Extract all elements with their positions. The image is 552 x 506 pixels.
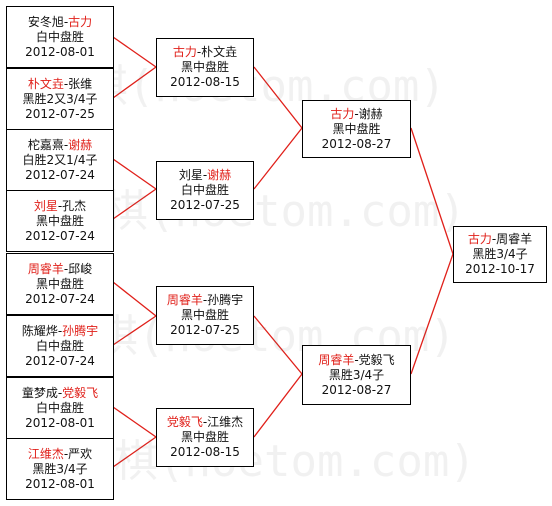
match-players: 江维杰-严欢 bbox=[27, 446, 93, 461]
player-a: 古力 bbox=[467, 232, 492, 246]
match-result: 黑中盘胜 bbox=[332, 121, 381, 136]
match-date: 2012-08-15 bbox=[170, 75, 240, 89]
match-date: 2012-07-25 bbox=[170, 198, 240, 212]
player-a: 周睿羊 bbox=[318, 352, 355, 367]
match-date: 2012-08-01 bbox=[25, 44, 95, 59]
player-b: 党毅飞 bbox=[62, 385, 99, 400]
match-box-r2-3: 周睿羊-孙腾宇 黑中盘胜 2012-07-25 bbox=[156, 286, 254, 345]
player-b: 朴文垚 bbox=[201, 45, 238, 59]
match-date: 2012-08-01 bbox=[25, 415, 95, 430]
player-b: 江维杰 bbox=[207, 415, 244, 429]
player-a: 朴文垚 bbox=[27, 76, 64, 91]
match-players: 安冬旭-古力 bbox=[27, 14, 93, 29]
match-box-r1-1: 安冬旭-古力 白中盘胜 2012-08-01 bbox=[6, 6, 114, 68]
match-result: 黑胜3/4子 bbox=[472, 247, 528, 261]
match-players: 周睿羊-党毅飞 bbox=[318, 352, 395, 367]
player-b: 孔杰 bbox=[62, 198, 87, 213]
match-result: 白中盘胜 bbox=[35, 29, 84, 44]
match-date: 2012-08-15 bbox=[170, 445, 240, 459]
match-date: 2012-08-01 bbox=[25, 476, 95, 491]
player-a: 刘星 bbox=[33, 198, 58, 213]
match-box-r1-7: 童梦成-党毅飞 白中盘胜 2012-08-01 bbox=[6, 377, 114, 439]
match-result: 黑胜3/4子 bbox=[32, 461, 88, 476]
match-box-r1-2: 朴文垚-张维 黑胜2又3/4子 2012-07-25 bbox=[6, 68, 114, 130]
player-b: 张维 bbox=[68, 76, 93, 91]
match-date: 2012-08-27 bbox=[321, 136, 392, 151]
player-b: 孙腾宇 bbox=[207, 293, 244, 307]
player-a: 周睿羊 bbox=[27, 261, 64, 276]
match-players: 古力-朴文垚 bbox=[172, 45, 238, 59]
player-a: 古力 bbox=[172, 45, 197, 59]
match-players: 古力-周睿羊 bbox=[467, 232, 533, 246]
match-date: 2012-07-24 bbox=[25, 353, 95, 368]
match-box-r1-8: 江维杰-严欢 黑胜3/4子 2012-08-01 bbox=[6, 438, 114, 500]
player-a: 党毅飞 bbox=[166, 415, 203, 429]
player-b: 谢赫 bbox=[358, 106, 383, 121]
player-b: 古力 bbox=[68, 14, 93, 29]
player-b: 孙腾宇 bbox=[62, 323, 99, 338]
match-result: 黑中盘胜 bbox=[180, 430, 229, 444]
match-date: 2012-07-25 bbox=[25, 106, 95, 121]
player-a: 安冬旭 bbox=[27, 14, 64, 29]
match-result: 黑胜3/4子 bbox=[328, 367, 385, 382]
match-box-r1-5: 周睿羊-邱峻 黑中盘胜 2012-07-24 bbox=[6, 253, 114, 315]
match-box-r1-4: 刘星-孔杰 黑中盘胜 2012-07-24 bbox=[6, 190, 114, 252]
player-b: 谢赫 bbox=[207, 168, 232, 182]
match-result: 黑中盘胜 bbox=[35, 213, 84, 228]
player-a: 刘星 bbox=[178, 168, 203, 182]
match-box-r2-4: 党毅飞-江维杰 黑中盘胜 2012-08-15 bbox=[156, 408, 254, 467]
match-result: 黑中盘胜 bbox=[180, 60, 229, 74]
match-players: 刘星-孔杰 bbox=[33, 198, 87, 213]
player-b: 严欢 bbox=[68, 446, 93, 461]
match-players: 古力-谢赫 bbox=[330, 106, 383, 121]
match-result: 白胜2又1/4子 bbox=[22, 152, 98, 167]
match-date: 2012-08-27 bbox=[321, 382, 392, 397]
match-result: 黑中盘胜 bbox=[180, 308, 229, 322]
player-a: 古力 bbox=[330, 106, 355, 121]
match-result: 白中盘胜 bbox=[180, 183, 229, 197]
match-date: 2012-10-17 bbox=[465, 262, 535, 276]
match-result: 白中盘胜 bbox=[35, 400, 84, 415]
match-players: 陈耀烨-孙腾宇 bbox=[21, 323, 99, 338]
match-players: 周睿羊-孙腾宇 bbox=[166, 293, 244, 307]
player-a: 周睿羊 bbox=[166, 293, 203, 307]
player-b: 谢赫 bbox=[68, 137, 93, 152]
player-a: 陈耀烨 bbox=[21, 323, 58, 338]
match-box-r1-6: 陈耀烨-孙腾宇 白中盘胜 2012-07-24 bbox=[6, 315, 114, 377]
match-box-r2-1: 古力-朴文垚 黑中盘胜 2012-08-15 bbox=[156, 38, 254, 97]
match-players: 刘星-谢赫 bbox=[178, 168, 232, 182]
match-result: 白中盘胜 bbox=[35, 338, 84, 353]
match-box-r1-3: 柁嘉熹-谢赫 白胜2又1/4子 2012-07-24 bbox=[6, 129, 114, 191]
match-players: 童梦成-党毅飞 bbox=[21, 385, 99, 400]
player-b: 邱峻 bbox=[68, 261, 93, 276]
match-players: 朴文垚-张维 bbox=[27, 76, 93, 91]
player-a: 童梦成 bbox=[21, 385, 58, 400]
match-players: 党毅飞-江维杰 bbox=[166, 415, 244, 429]
player-b: 党毅飞 bbox=[358, 352, 395, 367]
match-box-r3-2: 周睿羊-党毅飞 黑胜3/4子 2012-08-27 bbox=[302, 345, 411, 405]
match-result: 黑中盘胜 bbox=[35, 276, 84, 291]
match-date: 2012-07-25 bbox=[170, 323, 240, 337]
player-a: 柁嘉熹 bbox=[27, 137, 64, 152]
match-date: 2012-07-24 bbox=[25, 291, 95, 306]
match-box-final: 古力-周睿羊 黑胜3/4子 2012-10-17 bbox=[453, 226, 547, 283]
match-date: 2012-07-24 bbox=[25, 228, 95, 243]
match-box-r3-1: 古力-谢赫 黑中盘胜 2012-08-27 bbox=[302, 100, 411, 158]
match-box-r2-2: 刘星-谢赫 白中盘胜 2012-07-25 bbox=[156, 161, 254, 220]
match-date: 2012-07-24 bbox=[25, 167, 95, 182]
player-b: 周睿羊 bbox=[496, 232, 533, 246]
match-result: 黑胜2又3/4子 bbox=[22, 91, 98, 106]
match-players: 周睿羊-邱峻 bbox=[27, 261, 93, 276]
player-a: 江维杰 bbox=[27, 446, 64, 461]
match-players: 柁嘉熹-谢赫 bbox=[27, 137, 93, 152]
